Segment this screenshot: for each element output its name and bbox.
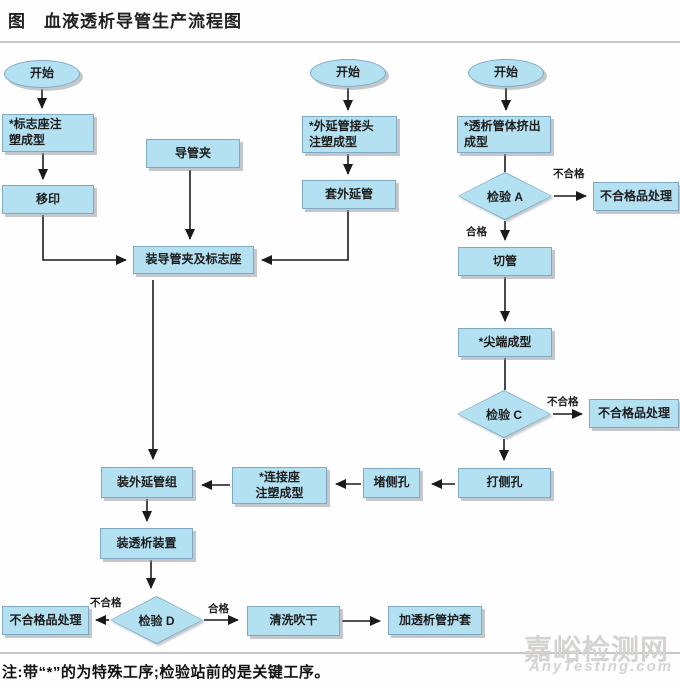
flow-node-assemble-dialysis-device: 装透析装置 [100, 528, 193, 559]
edge-label-check-a-pass: 合格 [466, 226, 487, 238]
edge-label-check-c-fail: 不合格 [547, 396, 579, 408]
flow-node-label: 检验 D [138, 613, 175, 628]
edge-label-check-d-pass: 合格 [208, 603, 229, 615]
flow-node-mark-seat-molding: *标志座注 塑成型 [2, 114, 94, 152]
flow-node-body-extrusion: *透析管体挤出 成型 [457, 116, 551, 153]
flow-node-reject-2: 不合格品处理 [589, 399, 679, 428]
flow-node-label: 检验 C [485, 407, 522, 422]
bottom-separator [0, 652, 680, 654]
flow-node-check-c: 检验 C [457, 390, 551, 438]
footnote: 注:带“*”的为特殊工序;检验站前的是关键工序。 [2, 664, 330, 681]
flow-node-sleeve-ext-tube: 套外延管 [302, 180, 396, 209]
flow-node-assemble-clamp-seat: 装导管夹及标志座 [133, 246, 254, 274]
edge-label-check-a-fail: 不合格 [553, 168, 585, 180]
watermark-en: AnyTesting.com [529, 658, 674, 675]
flow-node-pad-printing: 移印 [2, 185, 94, 214]
flow-node-check-d: 检验 D [110, 596, 203, 644]
diamond-shape: 检验 C [457, 390, 551, 438]
flow-node-assemble-ext-tube-group: 装外延管组 [101, 467, 193, 498]
flow-node-tip-forming: *尖端成型 [458, 328, 552, 357]
flow-node-wash-dry: 清洗吹干 [247, 606, 340, 636]
flow-node-label: 检验 A [486, 189, 523, 204]
flow-node-catheter-clamp: 导管夹 [146, 139, 240, 168]
flow-node-start-1: 开始 [4, 60, 80, 88]
flow-node-connector-molding: *连接座 注塑成型 [232, 467, 327, 504]
flow-node-reject-3: 不合格品处理 [2, 606, 89, 635]
diamond-shape: 检验 D [110, 596, 203, 644]
edge-label-check-d-fail: 不合格 [90, 597, 122, 609]
diamond-shape: 检验 A [458, 172, 552, 220]
page-title: 图 血液透析导管生产流程图 [8, 12, 242, 31]
flow-node-cut-tube: 切管 [458, 247, 552, 276]
flow-node-add-sheath: 加透析管护套 [388, 606, 482, 635]
flow-node-start-2: 开始 [310, 59, 386, 87]
flow-node-reject-1: 不合格品处理 [593, 182, 679, 211]
flow-node-ext-tube-joint-molding: *外延管接头 注塑成型 [302, 116, 397, 153]
flow-node-punch-side-hole: 打侧孔 [458, 468, 551, 498]
watermark-cn: 嘉峪检测网 [524, 634, 670, 665]
flow-node-check-a: 检验 A [458, 172, 552, 220]
top-separator [0, 41, 680, 43]
flow-node-start-3: 开始 [468, 59, 544, 87]
flow-node-plug-side-hole: 堵侧孔 [363, 468, 420, 498]
